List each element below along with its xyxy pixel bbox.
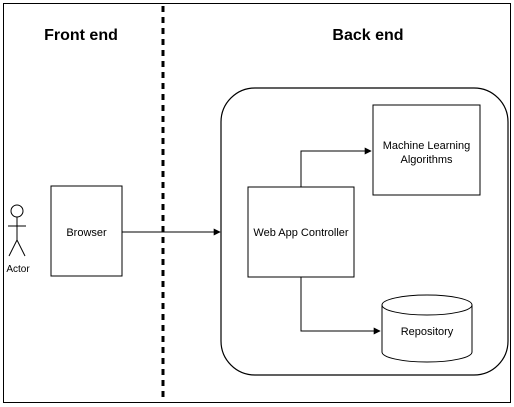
controller-to-repository-arrow xyxy=(300,277,381,335)
ml-algorithms-box xyxy=(372,104,481,196)
ml-algorithms-label-line1: Machine Learning xyxy=(382,140,471,152)
browser-label: Browser xyxy=(66,227,107,239)
repository-cylinder xyxy=(381,294,473,363)
web-app-controller-box xyxy=(247,186,355,278)
controller-to-ml-arrow xyxy=(300,147,372,187)
actor-label: Actor xyxy=(6,264,30,275)
web-app-controller-label: Web App Controller xyxy=(253,227,349,239)
browser-box xyxy=(50,185,123,277)
ml-algorithms-label-line2: Algorithms xyxy=(400,154,453,166)
front-end-heading: Front end xyxy=(44,27,118,44)
back-end-heading: Back end xyxy=(332,27,404,44)
actor-icon xyxy=(8,204,26,257)
repository-label: Repository xyxy=(400,326,454,338)
